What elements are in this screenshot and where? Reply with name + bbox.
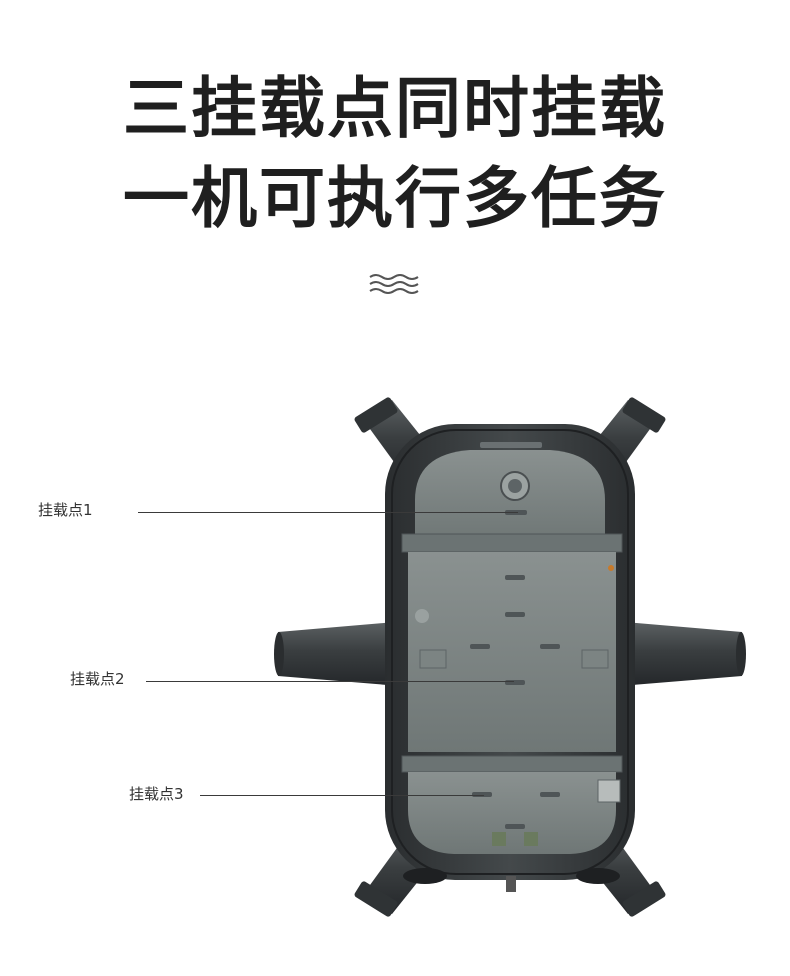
drone-underside-image [274,397,746,917]
lower-plate [408,772,616,854]
headline-line-2: 一机可执行多任务 [123,160,667,237]
side-arm-right [620,622,746,686]
callout-leader-1 [138,512,518,513]
callout-leader-2 [146,681,514,682]
callout-label-3: 挂载点3 [129,785,184,803]
callout-leader-3 [200,795,484,796]
callout-label-2: 挂载点2 [70,670,125,688]
headline-line-1: 三挂载点同时挂载 [123,70,667,147]
side-arm-left [274,622,400,686]
callout-label-1: 挂载点1 [38,501,93,519]
crossbar-lower [401,755,623,773]
wave-lines-icon [369,274,419,294]
crossbar-upper [401,533,623,553]
